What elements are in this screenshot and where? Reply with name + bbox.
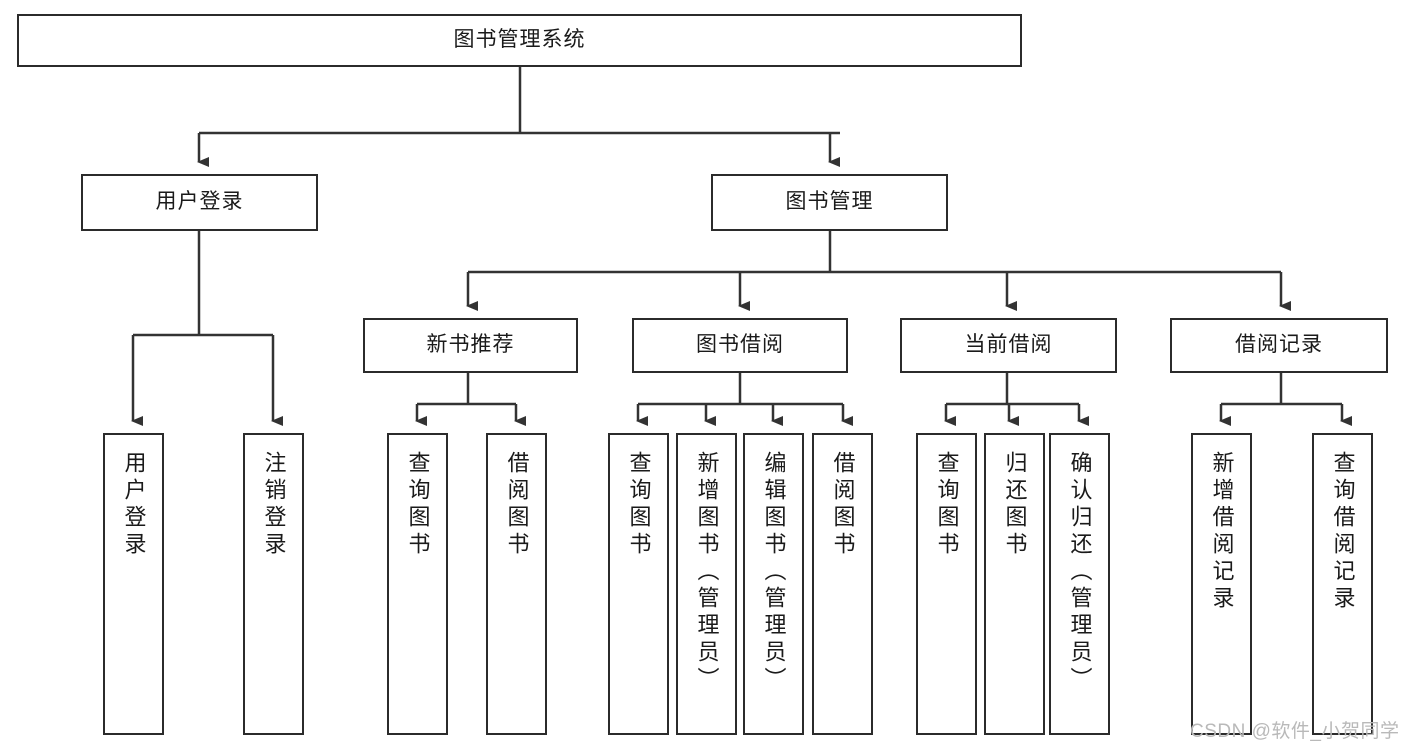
node-label: 新增图书（管理员） <box>694 451 720 694</box>
node-user-login[interactable]: 用户登录 <box>81 174 318 231</box>
node-label: 查询图书 <box>626 451 652 559</box>
node-label: 当前借阅 <box>964 333 1053 357</box>
leaf-add-borrow-record[interactable]: 新增借阅记录 <box>1191 433 1252 735</box>
leaf-query-book-recommend[interactable]: 查询图书 <box>387 433 448 735</box>
node-label: 归还图书 <box>1002 451 1028 559</box>
node-label: 新增借阅记录 <box>1209 451 1235 613</box>
leaf-borrow-book-recommend[interactable]: 借阅图书 <box>486 433 547 735</box>
node-label: 用户登录 <box>121 451 147 559</box>
node-label: 查询借阅记录 <box>1330 451 1356 613</box>
leaf-logout[interactable]: 注销登录 <box>243 433 304 735</box>
node-label: 编辑图书（管理员） <box>761 451 787 694</box>
node-label: 查询图书 <box>934 451 960 559</box>
node-label: 图书管理系统 <box>453 28 586 52</box>
leaf-edit-book[interactable]: 编辑图书（管理员） <box>743 433 804 735</box>
node-label: 新书推荐 <box>426 333 515 357</box>
node-label: 查询图书 <box>405 451 431 559</box>
leaf-query-book-borrow[interactable]: 查询图书 <box>608 433 669 735</box>
leaf-confirm-return[interactable]: 确认归还（管理员） <box>1049 433 1110 735</box>
node-book-borrow[interactable]: 图书借阅 <box>632 318 848 373</box>
node-current-borrow[interactable]: 当前借阅 <box>900 318 1117 373</box>
node-book-manage[interactable]: 图书管理 <box>711 174 948 231</box>
leaf-borrow-book[interactable]: 借阅图书 <box>812 433 873 735</box>
node-new-book-recommend[interactable]: 新书推荐 <box>363 318 578 373</box>
leaf-query-borrow-record[interactable]: 查询借阅记录 <box>1312 433 1373 735</box>
node-label: 借阅记录 <box>1235 333 1323 357</box>
leaf-user-login[interactable]: 用户登录 <box>103 433 164 735</box>
node-label: 图书管理 <box>785 190 874 214</box>
leaf-query-book-current[interactable]: 查询图书 <box>916 433 977 735</box>
leaf-add-book[interactable]: 新增图书（管理员） <box>676 433 737 735</box>
leaf-return-book[interactable]: 归还图书 <box>984 433 1045 735</box>
node-root-system[interactable]: 图书管理系统 <box>17 14 1022 67</box>
node-label: 借阅图书 <box>830 451 856 559</box>
node-label: 确认归还（管理员） <box>1067 451 1093 694</box>
node-label: 用户登录 <box>155 190 244 214</box>
node-label: 图书借阅 <box>696 333 784 357</box>
node-label: 注销登录 <box>261 451 287 559</box>
node-borrow-record[interactable]: 借阅记录 <box>1170 318 1388 373</box>
node-label: 借阅图书 <box>504 451 530 559</box>
